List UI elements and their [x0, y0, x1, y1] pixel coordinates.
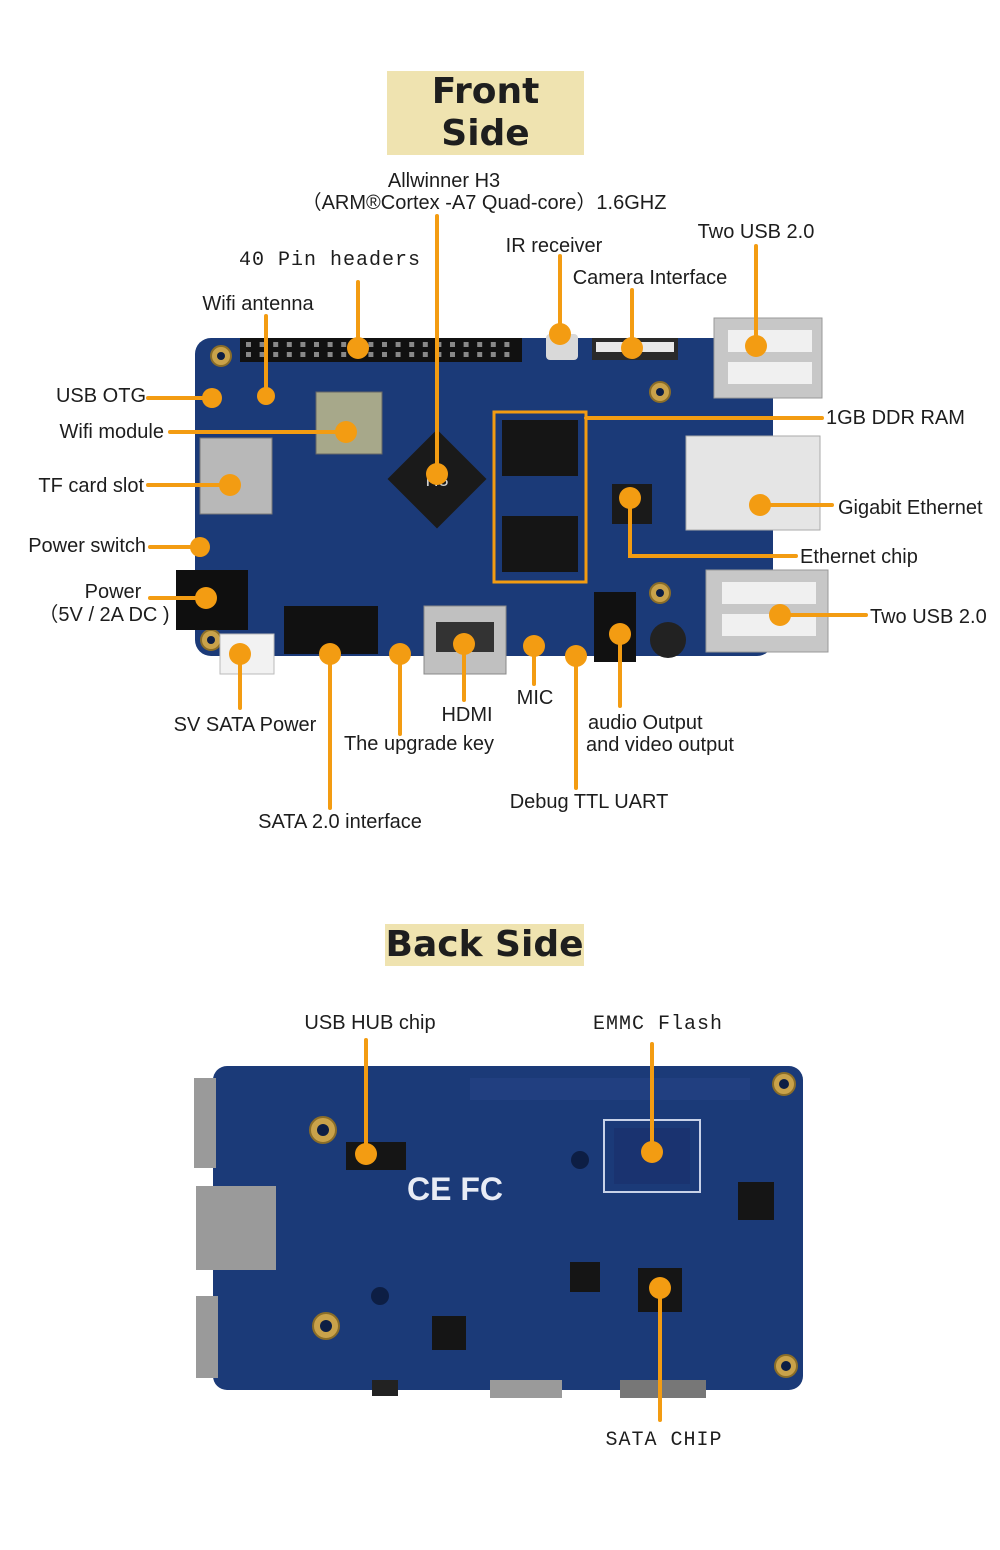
back-leader-dots — [355, 1141, 671, 1299]
header-pin — [259, 342, 265, 347]
ethernet-port-part — [685, 435, 821, 531]
label-usb-otg: USB OTG — [55, 385, 146, 407]
header-pin — [422, 342, 428, 347]
header-pin — [314, 352, 319, 357]
label-ddr-ram: 1GB DDR RAM — [826, 407, 965, 429]
header-pin — [246, 352, 251, 357]
label-upgrade-key: The upgrade key — [343, 733, 495, 755]
header-pin — [504, 342, 510, 347]
header-pin — [504, 352, 510, 357]
label-tf-card: TF card slot — [38, 475, 144, 497]
leader-dots — [190, 323, 791, 667]
header-pin — [273, 352, 279, 357]
label-hdmi: HDMI — [441, 704, 493, 726]
pin-header — [240, 338, 522, 362]
header-pin — [368, 352, 374, 357]
label-gigabit-ethernet: Gigabit Ethernet — [838, 497, 983, 519]
label-sata-chip: SATA CHIP — [605, 1429, 723, 1452]
header-pin — [382, 342, 387, 347]
label-power-switch: Power switch — [28, 535, 146, 557]
header-pin — [286, 342, 292, 347]
label-wifi-module: Wifi module — [59, 421, 164, 443]
header-pin — [382, 352, 387, 357]
label-usb-hub-chip: USB HUB chip — [304, 1012, 436, 1034]
wifi-module-part — [315, 391, 383, 455]
header-pin — [327, 342, 333, 347]
header-pin — [422, 352, 428, 357]
certification-marks: CE FC — [407, 1171, 503, 1207]
label-ir-receiver: IR receiver — [505, 235, 603, 257]
label-debug-uart: Debug TTL UART — [509, 791, 669, 813]
front-side-title: Front Side — [387, 71, 584, 155]
back-board-diagram: CE FC — [194, 1038, 803, 1422]
label-audio-line2: and video output — [586, 734, 734, 756]
label-wifi-antenna: Wifi antenna — [202, 293, 314, 315]
back-pin-header — [470, 1078, 750, 1100]
header-pin — [395, 342, 401, 347]
label-soc-line2: （ARM®Cortex -A7 Quad-core）1.6GHZ — [301, 192, 667, 214]
capacitor — [650, 622, 686, 658]
back-leader-lines — [364, 1038, 662, 1422]
label-sata-power: SV SATA Power — [173, 714, 317, 736]
header-pin — [300, 352, 306, 357]
header-pin — [450, 342, 455, 347]
label-two-usb-bottom: Two USB 2.0 — [870, 606, 987, 628]
header-pin — [409, 342, 415, 347]
label-mic: MIC — [516, 687, 554, 709]
header-pin — [327, 352, 333, 357]
header-pin — [273, 342, 279, 347]
label-camera-interface: Camera Interface — [572, 267, 728, 289]
header-pin — [477, 342, 483, 347]
label-two-usb-top: Two USB 2.0 — [697, 221, 815, 243]
back-pcb — [213, 1066, 803, 1390]
header-pin — [477, 352, 483, 357]
header-pin — [463, 342, 469, 347]
header-pin — [341, 352, 347, 357]
header-pin — [450, 352, 455, 357]
label-audio-line1: audio Output — [588, 712, 703, 734]
header-pin — [300, 342, 306, 347]
label-emmc-flash: EMMC Flash — [592, 1013, 724, 1036]
front-board-diagram: H3 — [146, 214, 868, 810]
label-ethernet-chip: Ethernet chip — [800, 546, 918, 568]
label-soc-line1: Allwinner H3 — [387, 170, 501, 192]
leader-lines — [146, 214, 868, 810]
header-pin — [259, 352, 265, 357]
header-pin — [314, 342, 319, 347]
label-pin-headers: 40 Pin headers — [238, 249, 422, 272]
header-pin — [341, 342, 347, 347]
header-pin — [286, 352, 292, 357]
header-pin — [463, 352, 469, 357]
ram-chip-1 — [502, 420, 578, 476]
label-power-line2: （5V / 2A DC ) — [38, 604, 170, 626]
header-pin — [246, 342, 251, 347]
ram-highlight-box — [492, 410, 588, 584]
ram-chip-2 — [502, 516, 578, 572]
label-power-line1: Power — [84, 581, 142, 603]
label-sata-interface: SATA 2.0 interface — [258, 811, 422, 833]
header-pin — [368, 342, 374, 347]
header-pin — [490, 342, 496, 347]
header-pin — [409, 352, 415, 357]
back-side-title: Back Side — [385, 924, 584, 966]
header-pin — [490, 352, 496, 357]
header-pin — [395, 352, 401, 357]
